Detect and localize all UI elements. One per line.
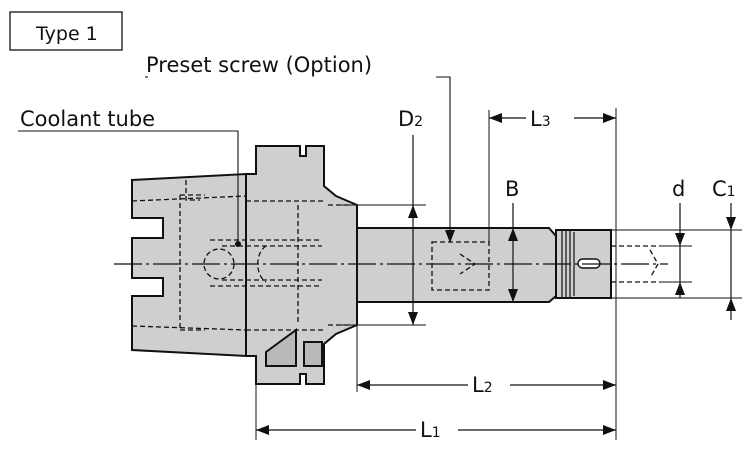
l1-subscript: 1 bbox=[432, 425, 441, 441]
extension-lines bbox=[255, 108, 742, 440]
d2-subscript: 2 bbox=[414, 114, 423, 130]
taper-shank bbox=[131, 172, 247, 358]
d-label: d bbox=[672, 177, 685, 201]
type-label-box: Type 1 bbox=[9, 11, 123, 51]
svg-text:L2: L2 bbox=[472, 373, 493, 397]
preset-screw-label: Preset screw (Option) bbox=[146, 53, 372, 77]
callout-leaders bbox=[18, 76, 455, 247]
b-label: B bbox=[505, 177, 519, 201]
dimension-l1: L1 bbox=[256, 418, 616, 442]
l3-subscript: 3 bbox=[542, 114, 551, 130]
svg-text:C1: C1 bbox=[712, 177, 736, 201]
coolant-tube-label: Coolant tube bbox=[20, 107, 155, 131]
type-label: Type 1 bbox=[35, 23, 98, 45]
l1-label: L bbox=[420, 418, 432, 442]
dimension-l3: L3 bbox=[489, 107, 616, 131]
c1-label: C bbox=[712, 177, 727, 201]
coolant-tube bbox=[210, 239, 322, 287]
dimension-d: d bbox=[672, 177, 685, 298]
l2-subscript: 2 bbox=[484, 380, 493, 396]
dimension-l2: L2 bbox=[357, 373, 616, 397]
extension-shank bbox=[356, 227, 557, 303]
dimension-d2: D2 bbox=[398, 107, 423, 325]
svg-text:L1: L1 bbox=[420, 418, 441, 442]
svg-text:L3: L3 bbox=[530, 107, 551, 131]
flange-groove bbox=[265, 328, 297, 367]
dimension-c1: C1 bbox=[712, 177, 736, 320]
d2-label: D bbox=[398, 107, 414, 131]
dimension-b: B bbox=[505, 177, 519, 302]
l3-label: L bbox=[530, 107, 542, 131]
l2-label: L bbox=[472, 373, 484, 397]
flange-groove-right bbox=[303, 341, 323, 367]
collar-flange bbox=[245, 145, 358, 385]
svg-text:D2: D2 bbox=[398, 107, 423, 131]
holder-body bbox=[131, 145, 612, 385]
c1-subscript: 1 bbox=[727, 184, 736, 200]
